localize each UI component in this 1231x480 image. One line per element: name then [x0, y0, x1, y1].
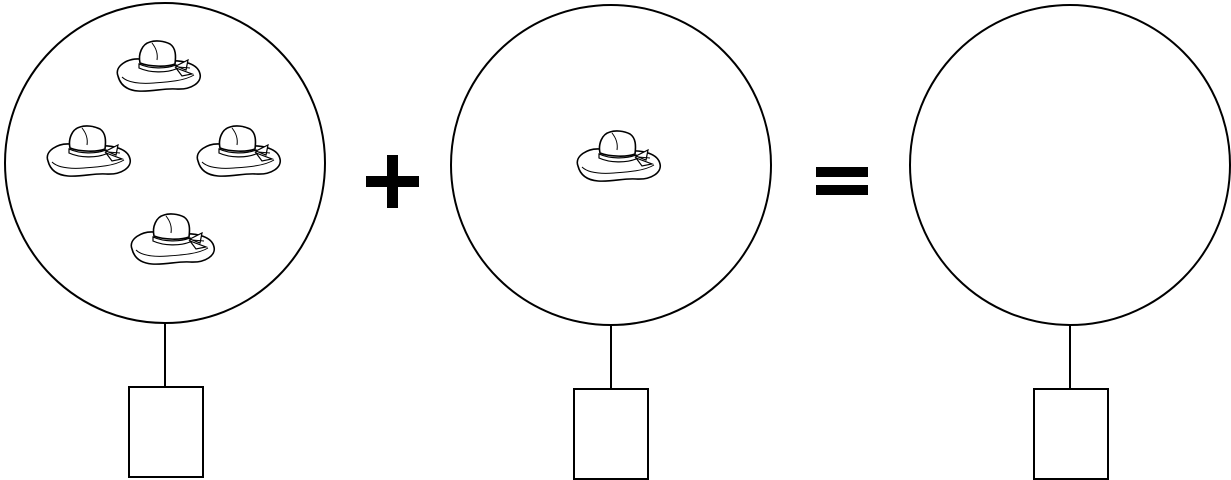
plus-sign	[366, 155, 419, 208]
equals-sign	[816, 167, 868, 195]
answer-box-right[interactable]	[1033, 388, 1109, 480]
answer-box-left[interactable]	[128, 386, 204, 478]
group-middle	[451, 5, 771, 389]
group-circle	[910, 5, 1230, 325]
group-right	[910, 5, 1230, 389]
answer-box-middle[interactable]	[573, 388, 649, 480]
group-left	[5, 3, 325, 387]
